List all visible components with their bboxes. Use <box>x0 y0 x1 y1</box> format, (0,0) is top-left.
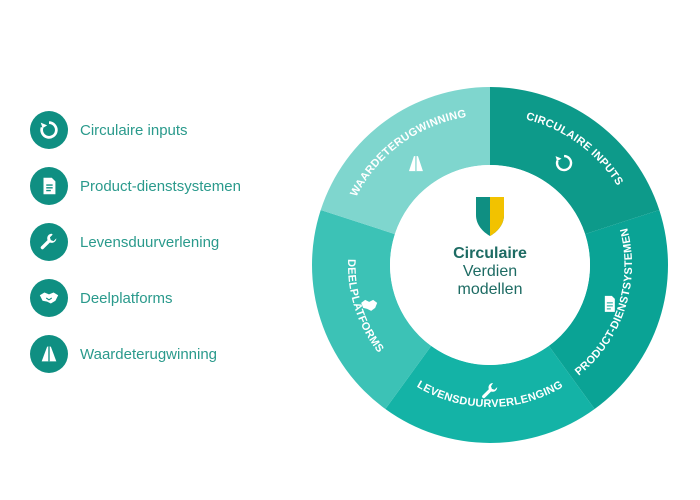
wrench-icon <box>30 223 68 261</box>
handshake-icon <box>30 279 68 317</box>
legend-label: Circulaire inputs <box>80 121 188 139</box>
handshake-icon <box>361 299 378 311</box>
arch-icon <box>408 156 423 172</box>
center-line-3: modellen <box>457 281 523 298</box>
document-icon <box>604 295 615 312</box>
legend-label: Product-dienstsystemen <box>80 177 241 195</box>
legend-item-circulaire-inputs: Circulaire inputs <box>30 110 290 150</box>
legend-item-waardeterugwinning: Waardeterugwinning <box>30 334 290 374</box>
circular-arrow-icon <box>555 154 573 172</box>
legend-label: Levensduurverlening <box>80 233 220 251</box>
center-line-2: Verdien <box>462 263 518 280</box>
center-line-1: Circulaire <box>453 245 527 262</box>
legend: Circulaire inputs Product-dienstsystemen… <box>30 110 290 390</box>
legend-label: Waardeterugwinning <box>80 345 218 363</box>
logo-shield-icon <box>476 197 504 236</box>
segment-circulaire-inputs <box>490 87 660 235</box>
document-icon <box>30 167 68 205</box>
circular-arrow-icon <box>30 111 68 149</box>
wrench-icon <box>482 382 498 399</box>
arch-icon <box>30 335 68 373</box>
legend-item-levensduurverlening: Levensduurverlening <box>30 222 290 262</box>
legend-item-deelplatforms: Deelplatforms <box>30 278 290 318</box>
legend-label: Deelplatforms <box>80 289 173 307</box>
legend-item-product-dienstsystemen: Product-dienstsystemen <box>30 166 290 206</box>
center-title: Circulaire Verdien modellen <box>420 245 560 299</box>
center-circle <box>390 165 590 365</box>
donut-chart: CIRCULAIRE INPUTSPRODUCT-DIENSTSYSTEMENL… <box>312 87 668 443</box>
segment-waardeterugwinning <box>320 87 490 235</box>
segment-levensduurverlenging <box>385 345 595 443</box>
